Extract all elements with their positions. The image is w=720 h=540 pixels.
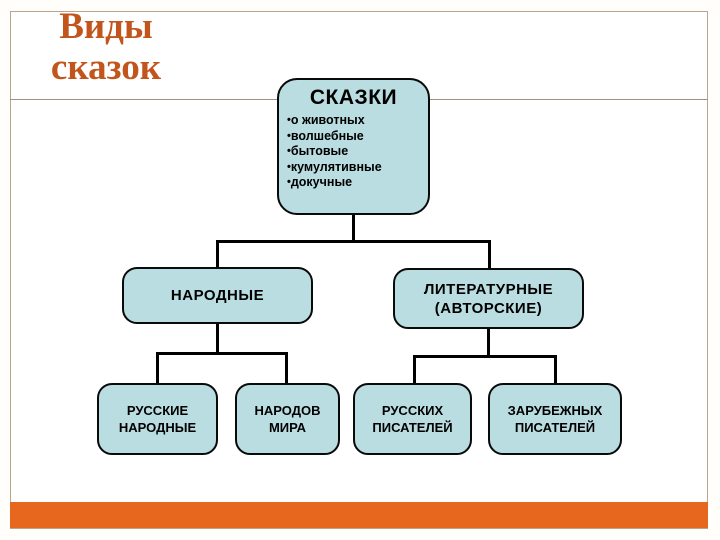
skazki-type-item: докучные	[287, 175, 420, 191]
connector-drop-narodnye	[216, 240, 219, 270]
diagram-node-skazki: СКАЗКИ о животныхволшебныебытовыекумулят…	[277, 78, 430, 215]
diagram-node-russkie-narodnye: РУССКИЕ НАРОДНЫЕ	[97, 383, 218, 455]
connector-drop-narodov-mira	[285, 352, 288, 385]
connector-drop-zarubezhnyh-pisateley	[554, 355, 557, 385]
diagram-node-russkih-pisateley: РУССКИХ ПИСАТЕЛЕЙ	[353, 383, 472, 455]
connector-narodnye-stem	[216, 322, 219, 355]
connector-drop-russkie-narodnye	[156, 352, 159, 385]
skazki-type-item: бытовые	[287, 144, 420, 160]
connector-drop-literaturnye	[488, 240, 491, 271]
literaturnye-label: ЛИТЕРАТУРНЫЕ (АВТОРСКИЕ)	[423, 280, 554, 317]
zarubezhnyh-pisateley-label: ЗАРУБЕЖНЫХ ПИСАТЕЛЕЙ	[507, 403, 603, 435]
diagram-node-narodnye: НАРОДНЫЕ	[122, 267, 313, 324]
diagram-node-literaturnye: ЛИТЕРАТУРНЫЕ (АВТОРСКИЕ)	[393, 268, 584, 329]
diagram-node-narodov-mira: НАРОДОВ МИРА	[235, 383, 340, 455]
diagram-node-zarubezhnyh-pisateley: ЗАРУБЕЖНЫХ ПИСАТЕЛЕЙ	[488, 383, 622, 455]
connector-literaturnye-stem	[487, 327, 490, 358]
page-title: Виды сказок	[50, 6, 162, 88]
russkie-narodnye-label: РУССКИЕ НАРОДНЫЕ	[118, 403, 197, 435]
narodnye-label: НАРОДНЫЕ	[170, 287, 265, 304]
skazki-type-item: волшебные	[287, 129, 420, 145]
skazki-heading: СКАЗКИ	[309, 86, 398, 109]
connector-drop-russkih-pisateley	[413, 355, 416, 385]
connector-level2-crossbar	[216, 240, 491, 243]
skazki-types-list: о животныхволшебныебытовыекумулятивныедо…	[287, 113, 420, 191]
connector-root-stem	[352, 213, 355, 243]
bottom-accent-bar	[10, 502, 708, 528]
connector-left-crossbar	[156, 352, 288, 355]
connector-right-crossbar	[413, 355, 557, 358]
russkih-pisateley-label: РУССКИХ ПИСАТЕЛЕЙ	[372, 403, 453, 435]
narodov-mira-label: НАРОДОВ МИРА	[254, 403, 321, 435]
skazki-type-item: кумулятивные	[287, 160, 420, 176]
skazki-type-item: о животных	[287, 113, 420, 129]
